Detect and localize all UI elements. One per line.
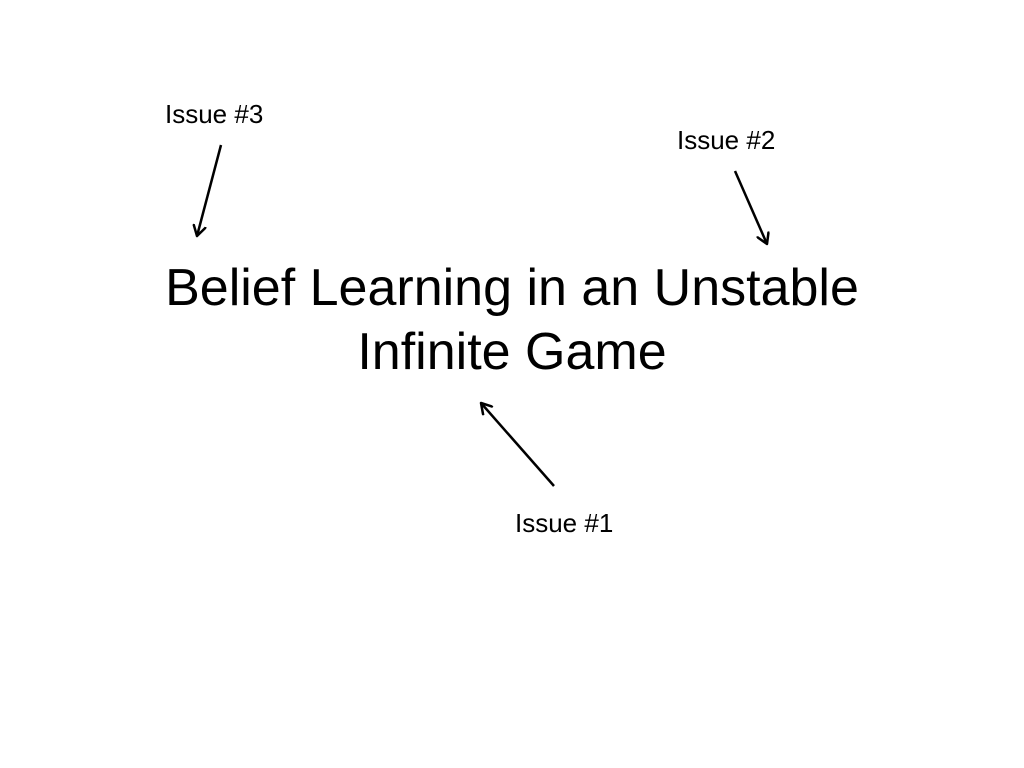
title-line-1: Belief Learning in an Unstable <box>165 259 859 317</box>
issue-1-label: Issue #1 <box>515 508 614 538</box>
issue-3-arrow <box>197 144 223 236</box>
issue-2-label: Issue #2 <box>677 125 776 155</box>
issue-2-arrow <box>733 170 767 244</box>
issue-1-arrow <box>481 403 555 487</box>
slide-title: Belief Learning in an Unstable Infinite … <box>0 256 1024 385</box>
title-line-2: Infinite Game <box>357 323 667 382</box>
issue-3-label: Issue #3 <box>165 99 264 129</box>
